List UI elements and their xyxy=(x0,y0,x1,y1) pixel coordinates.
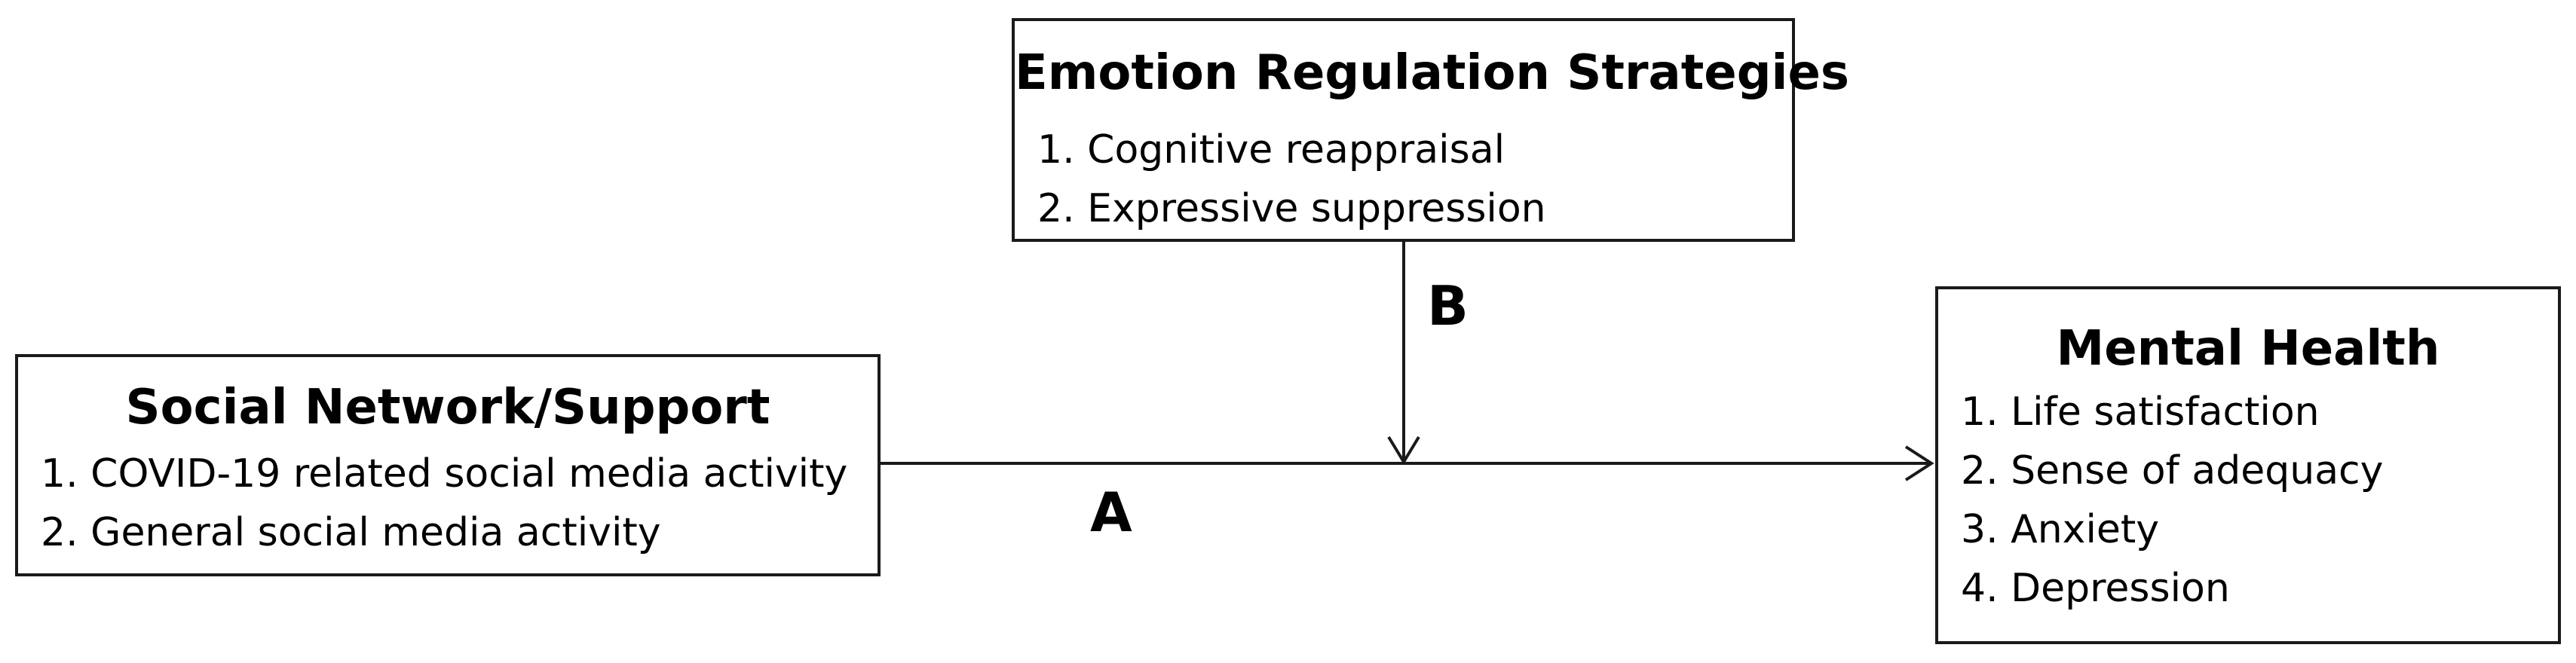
path-label-b: B xyxy=(1427,274,1469,338)
emotion-regulation-title: Emotion Regulation Strategies xyxy=(1015,45,1849,101)
list-item: 2. Expressive suppression xyxy=(1037,186,1546,231)
social-network-title: Social Network/Support xyxy=(125,380,770,435)
path-b-arrowhead xyxy=(1387,435,1420,465)
mental-health-box: Mental Health 1. Life satisfaction 2. Se… xyxy=(1935,286,2561,644)
list-item: 1. Life satisfaction xyxy=(1961,390,2320,435)
social-network-list: 1. COVID-19 related social media activit… xyxy=(41,445,847,562)
emotion-regulation-box: Emotion Regulation Strategies 1. Cogniti… xyxy=(1012,18,1849,242)
list-item: 2. General social media activity xyxy=(41,510,661,555)
path-a-arrowhead xyxy=(1904,445,1934,481)
emotion-regulation-list: 1. Cognitive reappraisal 2. Expressive s… xyxy=(1037,121,1546,238)
list-item: 2. Sense of adequacy xyxy=(1961,448,2384,493)
list-item: 1. Cognitive reappraisal xyxy=(1037,127,1505,173)
list-item: 1. COVID-19 related social media activit… xyxy=(41,451,848,496)
mental-health-title: Mental Health xyxy=(2056,321,2440,377)
mental-health-list: 1. Life satisfaction 2. Sense of adequac… xyxy=(1961,383,2383,618)
path-label-a: A xyxy=(1090,481,1132,544)
social-network-box: Social Network/Support 1. COVID-19 relat… xyxy=(15,354,881,576)
list-item: 4. Depression xyxy=(1961,566,2230,611)
list-item: 3. Anxiety xyxy=(1961,507,2160,552)
